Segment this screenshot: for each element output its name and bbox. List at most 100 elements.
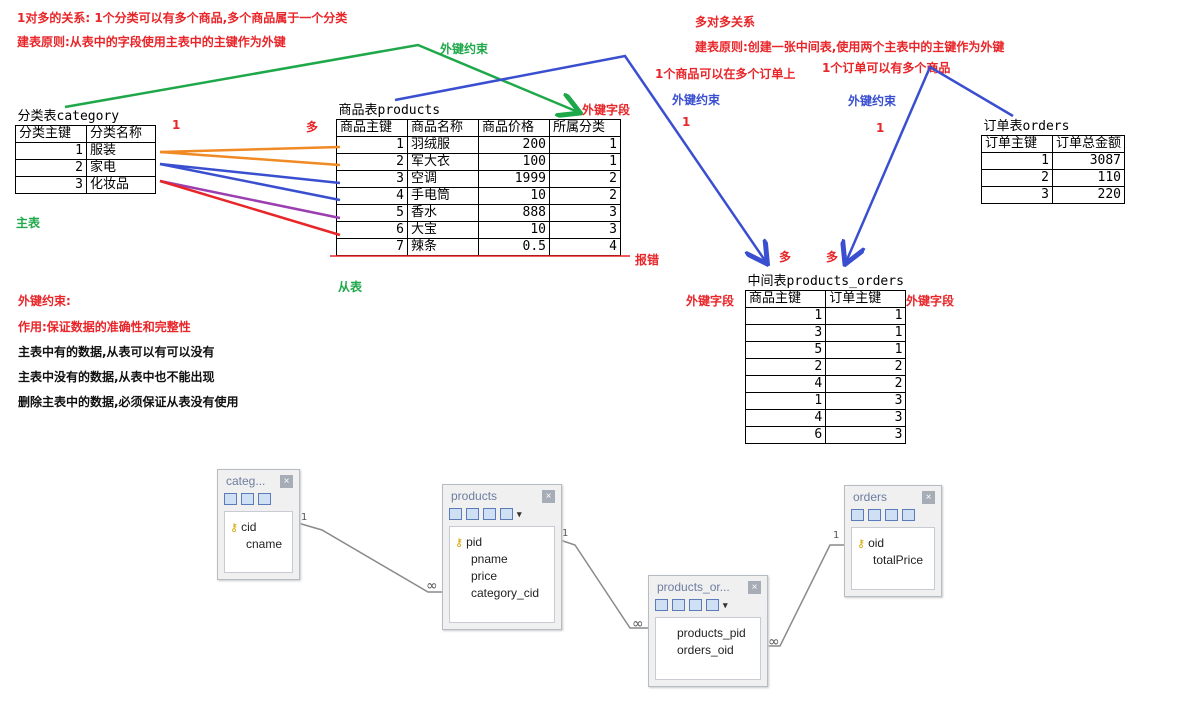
fk-field-label-left: 外键字段 bbox=[686, 294, 735, 308]
key-icon: ⚷ bbox=[455, 537, 464, 549]
master-table-label: 主表 bbox=[16, 216, 41, 230]
er-toolbar bbox=[224, 490, 293, 508]
er-box-category[interactable]: categ...× ⚷cid cname bbox=[217, 469, 300, 580]
key-filter-icon[interactable] bbox=[483, 508, 496, 520]
key-filter-icon[interactable] bbox=[258, 493, 271, 505]
grid-icon[interactable] bbox=[224, 493, 237, 505]
table-icon[interactable] bbox=[868, 509, 881, 521]
cell: 香水 bbox=[407, 204, 479, 222]
cell: 大宝 bbox=[407, 221, 479, 239]
link-line bbox=[159, 179, 341, 220]
table-icon[interactable] bbox=[672, 599, 685, 611]
cell: 服装 bbox=[86, 142, 156, 160]
insert-icon[interactable] bbox=[706, 599, 719, 611]
er-field-list: ⚷oid totalPrice bbox=[851, 527, 935, 590]
cardinality-many-c: 多 bbox=[826, 250, 839, 264]
fk-field-label-right: 外键字段 bbox=[906, 294, 955, 308]
er-field-list: products_pid orders_oid bbox=[655, 617, 761, 680]
table-icon[interactable] bbox=[241, 493, 254, 505]
dropdown-icon[interactable]: ▾ bbox=[517, 508, 522, 519]
er-label-one-3: 1 bbox=[833, 530, 840, 541]
cell: 4 bbox=[549, 238, 621, 256]
cell: 辣条 bbox=[407, 238, 479, 256]
er-field: cname bbox=[246, 537, 283, 551]
close-icon[interactable]: × bbox=[922, 491, 935, 504]
fk-arrow-blue-products bbox=[394, 54, 766, 262]
cardinality-one-b: 1 bbox=[682, 115, 691, 129]
explanation-title: 外键约束: bbox=[18, 294, 71, 308]
cell: 1999 bbox=[478, 170, 550, 188]
fk-constraint-label-blue-2: 外键约束 bbox=[848, 94, 897, 108]
products-header-price: 商品价格 bbox=[478, 119, 550, 137]
fk-arrow-blue-orders bbox=[846, 65, 1014, 262]
er-label-many-1: ∞ bbox=[426, 578, 438, 594]
fk-arrow-green bbox=[64, 43, 578, 112]
error-label: 报错 bbox=[635, 253, 660, 267]
er-box-products-orders[interactable]: products_or...× ▾ products_pid orders_oi… bbox=[648, 575, 768, 687]
fk-constraint-label-blue-1: 外键约束 bbox=[672, 93, 721, 107]
cell: 0.5 bbox=[478, 238, 550, 256]
er-box-products[interactable]: products× ▾ ⚷pid pname price category_ci… bbox=[442, 484, 562, 630]
middle-header-product: 商品主键 bbox=[744, 290, 827, 308]
insert-icon[interactable] bbox=[902, 509, 915, 521]
link-line bbox=[159, 162, 341, 185]
er-field-list: ⚷pid pname price category_cid bbox=[449, 526, 555, 623]
fk-field-label-top: 外键字段 bbox=[582, 103, 631, 117]
key-filter-icon[interactable] bbox=[885, 509, 898, 521]
link-line bbox=[159, 145, 341, 154]
close-icon[interactable]: × bbox=[748, 581, 761, 594]
er-label-many-3: ∞ bbox=[768, 634, 780, 650]
category-header-id: 分类主键 bbox=[15, 125, 87, 143]
key-filter-icon[interactable] bbox=[689, 599, 702, 611]
cell: 化妆品 bbox=[86, 176, 156, 194]
close-icon[interactable]: × bbox=[280, 475, 293, 488]
er-toolbar bbox=[851, 506, 935, 524]
table-icon[interactable] bbox=[466, 508, 479, 520]
cell: 手电筒 bbox=[407, 187, 479, 205]
er-field: products_pid bbox=[677, 626, 746, 640]
dropdown-icon[interactable]: ▾ bbox=[723, 599, 728, 610]
er-field: category_cid bbox=[471, 586, 540, 600]
explanation-line-1: 主表中有的数据,从表可以有可以没有 bbox=[18, 345, 215, 359]
er-field: ⚷oid bbox=[857, 536, 885, 550]
close-icon[interactable]: × bbox=[542, 490, 555, 503]
cell: 3 bbox=[825, 426, 907, 444]
er-label-one-1: 1 bbox=[301, 512, 308, 523]
explanation-purpose: 作用:保证数据的准确性和完整性 bbox=[18, 320, 191, 334]
er-box-title: products_or...× bbox=[649, 576, 767, 596]
er-box-orders[interactable]: orders× ⚷oid totalPrice bbox=[844, 485, 942, 597]
products-header-name: 商品名称 bbox=[407, 119, 479, 137]
cardinality-one-c: 1 bbox=[876, 121, 885, 135]
many-to-many-note: 多对多关系 bbox=[695, 15, 756, 29]
category-table-caption: 分类表category bbox=[17, 109, 120, 124]
insert-icon[interactable] bbox=[500, 508, 513, 520]
er-toolbar: ▾ bbox=[449, 505, 555, 523]
cell: 220 bbox=[1051, 186, 1126, 204]
cell: 军大衣 bbox=[407, 153, 479, 171]
product-many-orders-note: 1个商品可以在多个订单上 bbox=[655, 67, 796, 81]
one-to-many-note: 1对多的关系: 1个分类可以有多个商品,多个商品属于一个分类 bbox=[17, 11, 348, 25]
fk-constraint-label-green: 外键约束 bbox=[440, 42, 489, 56]
grid-icon[interactable] bbox=[851, 509, 864, 521]
er-field: totalPrice bbox=[873, 553, 924, 567]
er-field: ⚷cid bbox=[230, 520, 257, 534]
cell: 家电 bbox=[86, 159, 156, 177]
grid-icon[interactable] bbox=[449, 508, 462, 520]
explanation-line-3: 删除主表中的数据,必须保证从表没有使用 bbox=[18, 395, 239, 409]
grid-icon[interactable] bbox=[655, 599, 668, 611]
explanation-line-2: 主表中没有的数据,从表中也不能出现 bbox=[18, 370, 215, 384]
link-line bbox=[159, 162, 341, 202]
cardinality-many-b: 多 bbox=[779, 250, 792, 264]
rule-note-2: 建表原则:创建一张中间表,使用两个主表中的主键作为外键 bbox=[695, 40, 1005, 54]
er-field: price bbox=[471, 569, 498, 583]
